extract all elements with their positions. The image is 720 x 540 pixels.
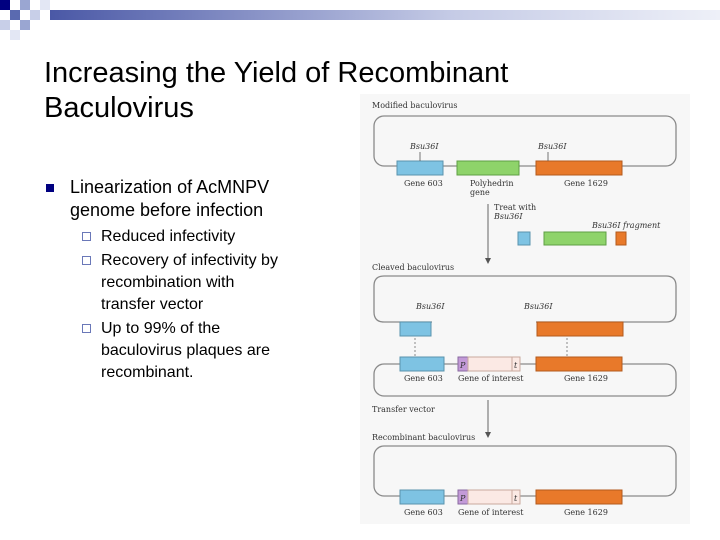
corner-decoration	[30, 10, 40, 20]
corner-decoration	[0, 0, 10, 10]
cleaved-gene603	[399, 321, 432, 337]
subbullet-text: baculovirus plaques are	[101, 342, 270, 359]
gene1629-box-1	[535, 160, 623, 176]
square-bullet-icon	[46, 184, 54, 192]
fragment-gene1629	[615, 231, 627, 246]
hollow-square-bullet-icon	[82, 256, 91, 265]
slide-title: Increasing the Yield of Recombinant Bacu…	[44, 56, 604, 126]
bullet-text: genome before infection	[70, 200, 264, 220]
subbullet-text: recombination with	[101, 274, 235, 291]
terminator-label: t	[514, 494, 518, 503]
gene603-label: Gene 603	[404, 374, 443, 383]
bullet-text: Linearization of AcMNPV	[70, 177, 270, 197]
corner-decoration	[10, 30, 20, 40]
tv-gene1629	[535, 356, 623, 372]
hollow-square-bullet-icon	[82, 232, 91, 241]
rec-gene-of-interest	[467, 489, 513, 505]
subbullet-item: Reduced infectivity	[46, 226, 346, 248]
transfer-vector-ring	[373, 363, 677, 397]
treat-label: Treat with	[494, 203, 536, 212]
bsu-site-label: Bsu36I	[409, 142, 439, 151]
rec-gene603	[399, 489, 445, 505]
fragment-gene603	[517, 231, 531, 246]
gene603-label: Gene 603	[404, 179, 443, 188]
gene-interest-label: Gene of interest	[458, 374, 524, 383]
promoter-label: P	[459, 494, 466, 503]
bsu-site-label: Bsu36I	[537, 142, 567, 151]
subbullet-text: recombinant.	[101, 364, 194, 381]
baculovirus-figure: Modified baculovirus Bsu36I Bsu36I Gene …	[360, 94, 690, 524]
subbullet-text: transfer vector	[101, 296, 204, 313]
corner-decoration	[20, 0, 30, 10]
corner-decoration	[10, 10, 20, 20]
polyhedrin-box	[456, 160, 520, 176]
gene1629-label: Gene 1629	[564, 374, 608, 383]
subbullet-item: Up to 99% of the baculovirus plaques are…	[46, 318, 346, 384]
gene-interest-label: Gene of interest	[458, 508, 524, 517]
label-cleaved: Cleaved baculovirus	[372, 263, 454, 272]
bsu-site-label: Bsu36I	[415, 302, 445, 311]
top-gradient-bar	[50, 10, 720, 20]
promoter-label: P	[459, 361, 466, 370]
hollow-square-bullet-icon	[82, 324, 91, 333]
gene603-label: Gene 603	[404, 508, 443, 517]
gene1629-label: Gene 1629	[564, 508, 608, 517]
bullet-list: Linearization of AcMNPV genome before in…	[46, 176, 346, 384]
bullet-item: Linearization of AcMNPV genome before in…	[46, 176, 346, 222]
tv-gene603	[399, 356, 445, 372]
figure-svg: Modified baculovirus Bsu36I Bsu36I Gene …	[360, 94, 690, 524]
bsu-site-label: Bsu36I	[523, 302, 553, 311]
polyhedrin-label: Polyhedrin	[470, 179, 514, 188]
rec-terminator	[511, 489, 521, 505]
label-transfer-vector: Transfer vector	[372, 405, 435, 414]
terminator-label: t	[514, 361, 518, 370]
fragment-polyhedrin	[543, 231, 607, 246]
tv-terminator	[511, 356, 521, 372]
gene1629-label: Gene 1629	[564, 179, 608, 188]
arrow-down-icon	[485, 258, 491, 264]
subbullet-text: Reduced infectivity	[101, 228, 236, 245]
cleaved-genome	[373, 275, 677, 323]
polyhedrin-label: gene	[470, 188, 490, 197]
corner-decoration	[0, 20, 10, 30]
subbullet-text: Recovery of infectivity by	[101, 252, 278, 269]
title-line: Increasing the Yield of Recombinant	[44, 57, 509, 89]
subbullet-item: Recovery of infectivity by recombination…	[46, 250, 346, 316]
cleaved-gene1629	[536, 321, 624, 337]
label-modified: Modified baculovirus	[372, 101, 457, 110]
recombinant-genome	[373, 445, 677, 497]
corner-decoration	[20, 20, 30, 30]
rec-gene1629	[535, 489, 623, 505]
treat-label: Bsu36I	[493, 212, 523, 221]
fragment-label: Bsu36I fragment	[591, 221, 661, 230]
arrow-down-icon	[485, 432, 491, 438]
corner-decoration	[40, 0, 50, 10]
circular-genome-1	[373, 115, 677, 167]
subbullet-text: Up to 99% of the	[101, 320, 221, 337]
tv-gene-of-interest	[467, 356, 513, 372]
gene603-box-1	[396, 160, 444, 176]
title-line: Baculovirus	[44, 92, 194, 124]
label-recombinant: Recombinant baculovirus	[372, 433, 475, 442]
